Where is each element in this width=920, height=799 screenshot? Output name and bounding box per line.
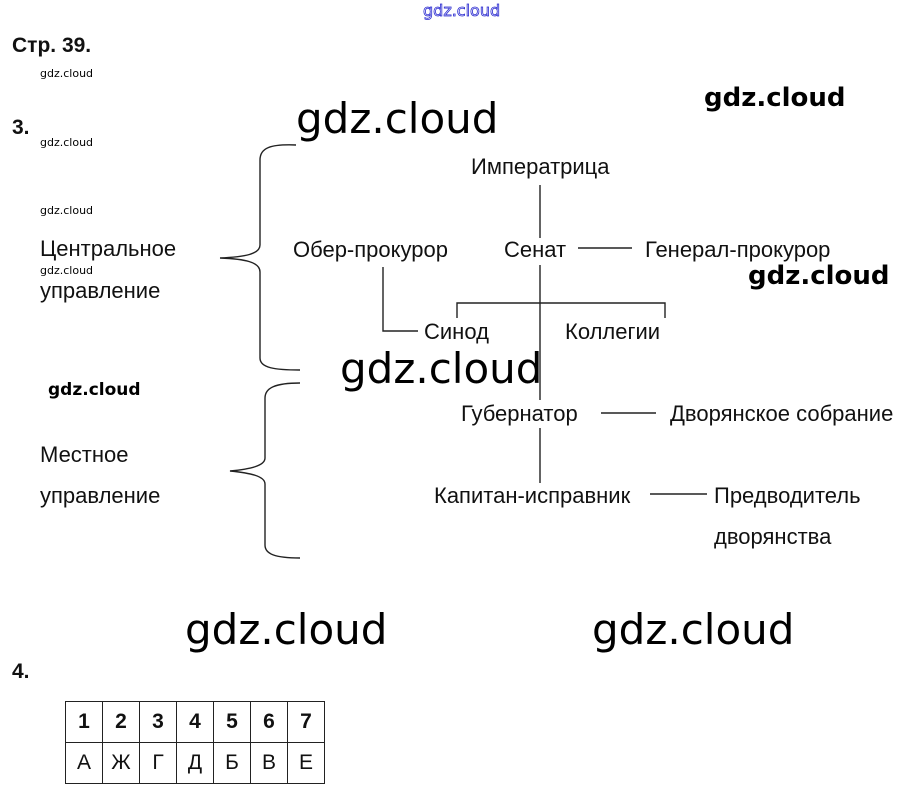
answer-cell: Д [176,742,214,784]
local-brace [229,382,301,559]
watermark: gdz.cloud [40,264,94,277]
watermark: gdz.cloud [40,204,94,217]
answer-cell: Е [287,742,325,784]
central-brace [219,144,301,371]
node-senate: Сенат [504,237,567,262]
node-general-procurator: Генерал-прокурор [645,237,831,262]
header-cell: 6 [250,701,288,743]
header-cell: 4 [176,701,214,743]
header-cell: 5 [213,701,251,743]
node-captain: Капитан-исправник [434,483,631,508]
task-4-number: 4. [12,660,30,683]
answer-cell: В [250,742,288,784]
watermark: gdz.cloud [185,605,388,654]
node-empress: Императрица [471,154,610,179]
local-label-line2: управление [40,483,161,508]
page-label: Стр. 39. [12,34,92,57]
answer-table: 1 2 3 4 5 6 7 А Ж Г Д Б В Е [65,701,325,784]
watermark-top: gdz.cloud [423,1,501,20]
central-label-line2: управление [40,278,161,303]
watermark: gdz.cloud [40,67,94,80]
answer-cell: Б [213,742,251,784]
watermark: gdz.cloud [296,94,499,143]
task-3-number: 3. [12,116,30,139]
answer-cell: А [65,742,103,784]
node-leader-line1: Предводитель [714,483,861,508]
watermark: gdz.cloud [704,83,846,113]
node-synod: Синод [424,319,489,344]
header-cell: 1 [65,701,103,743]
central-label-line1: Центральное [40,236,177,261]
header-cell: 7 [287,701,325,743]
watermark: gdz.cloud [748,261,890,291]
local-label-line1: Местное [40,442,129,467]
answer-cell: Ж [102,742,140,784]
header-cell: 2 [102,701,140,743]
node-noble-assembly: Дворянское собрание [670,401,894,426]
answer-cell: Г [139,742,177,784]
node-colleges: Коллегии [565,319,661,344]
table-row: А Ж Г Д Б В Е [65,742,325,784]
node-governor: Губернатор [461,401,578,426]
watermark: gdz.cloud [40,136,94,149]
node-ober-procurator: Обер-прокурор [293,237,448,262]
watermark: gdz.cloud [48,380,141,400]
watermark: gdz.cloud [592,605,795,654]
table-header-row: 1 2 3 4 5 6 7 [65,701,325,743]
watermark: gdz.cloud [340,344,543,393]
header-cell: 3 [139,701,177,743]
node-leader-line2: дворянства [714,524,832,549]
